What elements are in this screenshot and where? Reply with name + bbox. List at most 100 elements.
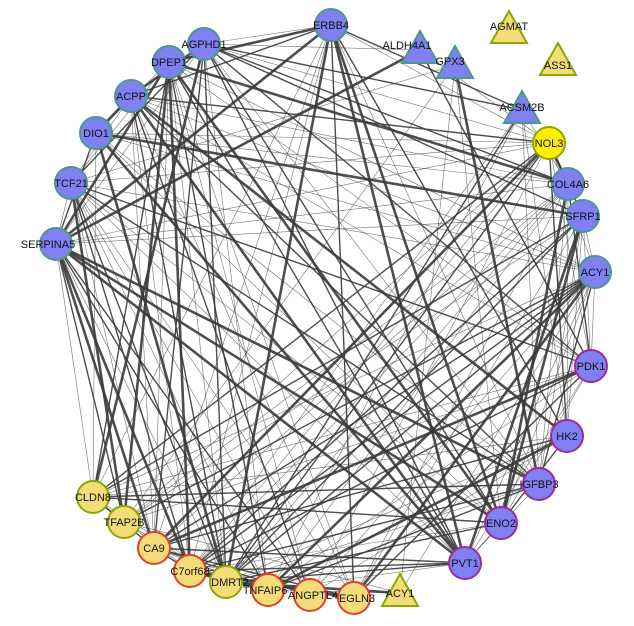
edge-C7orf68-SFRP1 — [189, 215, 584, 572]
edge-IGFBP3-GPX3 — [453, 64, 541, 485]
edge-C7orf68-ENO2 — [189, 522, 502, 572]
edge-layer — [54, 23, 597, 600]
node-CLDN8[interactable]: CLDN8 — [75, 480, 111, 514]
node-TNFAIP6[interactable]: TNFAIP6 — [243, 573, 288, 607]
node-label: CLDN8 — [75, 492, 111, 504]
edge-CA9-PDK1 — [153, 364, 592, 550]
edge-IGFBP3-ACSM2B — [521, 109, 540, 485]
node-label: SFRP1 — [565, 211, 600, 223]
edge-SERPINA5-ANGPTL4 — [55, 243, 311, 596]
edge-DMRT2-SFRP1 — [225, 215, 584, 583]
edge-ACPP-NOL3 — [130, 95, 550, 144]
edge-PVT1-SFRP1 — [463, 215, 585, 564]
edge-DPEP1-TCF21 — [70, 61, 170, 184]
node-ALDH4A1[interactable]: ALDH4A1 — [383, 28, 440, 64]
node-label: DIO1 — [83, 128, 109, 140]
circle-node-shape — [251, 573, 285, 607]
edge-DIO1-ACY1 — [95, 132, 596, 273]
node-HK2[interactable]: HK2 — [550, 419, 584, 453]
node-EGLN3[interactable]: EGLN3 — [337, 581, 375, 615]
edge-CLDN8-HK2 — [92, 435, 568, 498]
edge-AGPHD1-TNFAIP6 — [203, 43, 269, 591]
node-TFAP2B[interactable]: TFAP2B — [104, 505, 145, 539]
circle-node-shape — [76, 480, 110, 514]
edge-TCF21-GPX3 — [70, 64, 456, 184]
node-AGPHD1[interactable]: AGPHD1 — [181, 27, 227, 61]
node-TCF21[interactable]: TCF21 — [54, 166, 88, 200]
node-C7orf68[interactable]: C7orf68 — [170, 554, 210, 588]
edge-TCF21-TNFAIP6 — [70, 182, 269, 591]
node-GPX3[interactable]: GPX3 — [435, 43, 475, 79]
circle-node-shape — [448, 546, 482, 580]
node-ACY1[interactable]: ACY1 — [578, 255, 612, 289]
edge-TFAP2B-PDK1 — [123, 365, 592, 523]
node-label: ALDH4A1 — [383, 40, 432, 52]
node-DMRT2[interactable]: DMRT2 — [209, 565, 249, 599]
node-label: TFAP2B — [104, 517, 145, 529]
edge-ENO2-SFRP1 — [499, 215, 585, 524]
node-ACY1_tri[interactable]: ACY1 — [380, 571, 420, 607]
edge-AGPHD1-ALDH4A1 — [203, 43, 421, 51]
node-label: ACY1 — [386, 588, 415, 600]
circle-node-shape — [293, 578, 327, 612]
node-SFRP1[interactable]: SFRP1 — [565, 199, 601, 233]
node-label: TNFAIP6 — [243, 585, 288, 597]
edge-CA9-ACY1 — [153, 271, 596, 549]
circle-node-shape — [551, 167, 585, 201]
node-PDK1[interactable]: PDK1 — [574, 349, 608, 383]
edge-ERBB4-ACSM2B — [330, 24, 523, 111]
edge-IGFBP3-COL4A6 — [538, 183, 569, 485]
node-ACSM2B[interactable]: ACSM2B — [499, 88, 545, 124]
edge-TCF21-PDK1 — [70, 182, 592, 367]
edge-ERBB4-PVT1 — [329, 24, 467, 564]
edge-ACPP-EGLN3 — [130, 95, 355, 599]
triangle-node-shape — [489, 8, 529, 44]
node-DIO1[interactable]: DIO1 — [79, 116, 113, 150]
edge-TCF21-NOL3 — [70, 142, 550, 184]
circle-node-shape — [152, 45, 186, 79]
node-ERBB4[interactable]: ERBB4 — [313, 8, 349, 42]
edge-TCF21-PVT1 — [70, 182, 466, 564]
edge-SERPINA5-IGFBP3 — [55, 242, 540, 486]
node-AGMAT[interactable]: AGMAT — [489, 8, 529, 44]
node-SERPINA5[interactable]: SERPINA5 — [21, 227, 75, 261]
edge-DIO1-NOL3 — [95, 132, 550, 144]
node-NOL3[interactable]: NOL3 — [532, 126, 566, 160]
node-ACPP[interactable]: ACPP — [114, 79, 148, 113]
circle-node-shape — [566, 199, 600, 233]
triangle-node-shape — [538, 40, 578, 76]
edge-DMRT2-ACY1 — [225, 271, 596, 583]
circle-node-shape — [550, 419, 584, 453]
node-COL4A6[interactable]: COL4A6 — [547, 167, 589, 201]
edge-DIO1-CLDN8 — [92, 132, 97, 498]
edge-TCF21-ANGPTL4 — [70, 182, 311, 596]
edge-EGLN3-COL4A6 — [353, 183, 569, 599]
node-ENO2[interactable]: ENO2 — [484, 506, 518, 540]
edge-AGPHD1-PVT1 — [203, 43, 466, 564]
edge-TCF21-EGLN3 — [70, 182, 355, 599]
edge-DMRT2-ACSM2B — [225, 109, 523, 583]
edge-DMRT2-HK2 — [225, 435, 568, 583]
edge-ERBB4-ACPP — [130, 24, 332, 97]
edge-DPEP1-PDK1 — [168, 61, 592, 367]
node-ASS1[interactable]: ASS1 — [538, 40, 578, 76]
edge-SERPINA5-CLDN8 — [55, 243, 94, 498]
edge-AGPHD1-ACSM2B — [203, 43, 523, 111]
node-PVT1[interactable]: PVT1 — [448, 546, 482, 580]
edge-ACPP-COL4A6 — [130, 95, 569, 185]
node-label: GPX3 — [435, 56, 464, 68]
node-DPEP1[interactable]: DPEP1 — [151, 45, 187, 79]
edge-DIO1-COL4A6 — [95, 132, 569, 185]
node-label: ACY1 — [581, 267, 610, 279]
edge-TNFAIP6-ACY1_tri — [267, 589, 401, 594]
node-label: AGMAT — [490, 21, 529, 33]
node-CA9[interactable]: CA9 — [137, 531, 171, 565]
circle-node-shape — [137, 531, 171, 565]
circle-node-shape — [314, 8, 348, 42]
node-IGFBP3[interactable]: IGFBP3 — [519, 467, 559, 501]
node-ANGPTL4[interactable]: ANGPTL4 — [288, 578, 338, 612]
circle-node-shape — [522, 467, 556, 501]
edge-CLDN8-SFRP1 — [92, 215, 584, 498]
